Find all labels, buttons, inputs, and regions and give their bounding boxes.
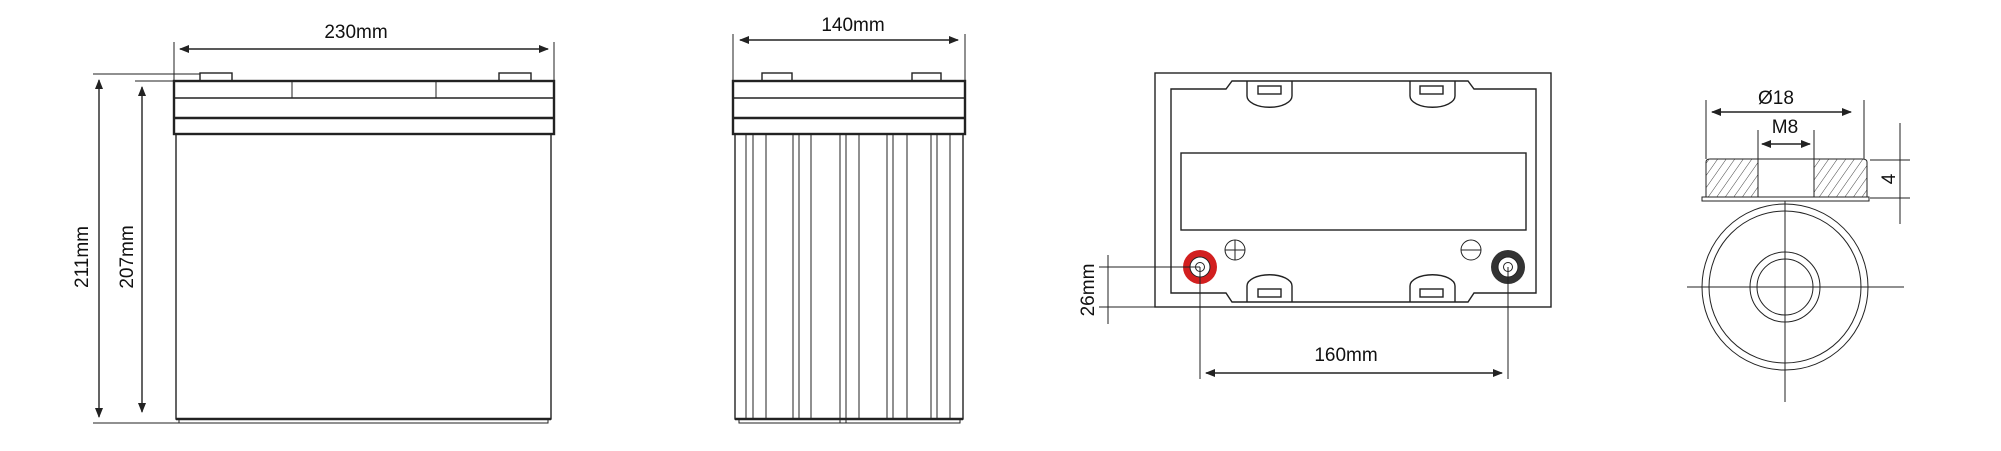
negative-symbol-icon bbox=[1460, 239, 1482, 261]
width-label: 230mm bbox=[324, 22, 387, 43]
positive-symbol-icon bbox=[1224, 239, 1246, 261]
lid bbox=[172, 79, 556, 136]
top-inner-outline bbox=[1170, 80, 1537, 303]
terminal-offset-label: 26mm bbox=[1078, 264, 1099, 317]
tab-bottom-left bbox=[1246, 274, 1293, 302]
thickness-label: 4 bbox=[1879, 173, 1900, 184]
diameter-label: Ø18 bbox=[1758, 88, 1794, 109]
tab-top-right bbox=[1409, 81, 1456, 108]
total-height-label: 211mm bbox=[72, 226, 93, 288]
tab-bottom-right bbox=[1409, 274, 1456, 302]
tab-top-left bbox=[1246, 81, 1293, 108]
depth-label: 140mm bbox=[821, 15, 884, 36]
thread-hole-section bbox=[1757, 158, 1815, 198]
top-outline bbox=[1154, 72, 1552, 308]
label-area bbox=[1180, 152, 1527, 231]
case-body bbox=[175, 133, 552, 420]
terminal-spacing-label: 160mm bbox=[1314, 345, 1377, 366]
thread-label: M8 bbox=[1772, 117, 1798, 138]
terminal-detail: Ø18 M8 4 bbox=[1687, 88, 1910, 402]
top-view: 26mm 160mm bbox=[1078, 72, 1552, 379]
side-ribs bbox=[745, 134, 951, 423]
terminal-top-view bbox=[1687, 201, 1904, 402]
front-view: 230mm 211mm 207mm bbox=[72, 22, 556, 424]
side-lid bbox=[731, 79, 967, 136]
case-height-label: 207mm bbox=[117, 225, 138, 288]
terminal-base bbox=[1701, 196, 1870, 202]
side-view: 140mm bbox=[731, 15, 967, 424]
side-body bbox=[734, 133, 964, 420]
